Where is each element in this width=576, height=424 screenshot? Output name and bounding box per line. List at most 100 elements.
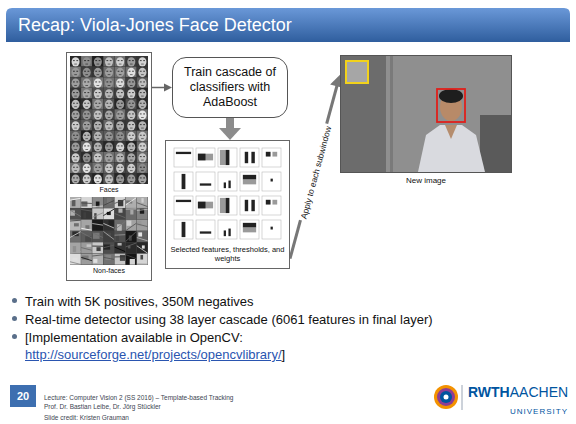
thumb-ground — [137, 152, 148, 162]
eye — [121, 60, 123, 61]
mouth — [108, 170, 111, 172]
thumb-ground — [137, 88, 148, 98]
face-thumb — [126, 99, 137, 110]
mouth — [119, 63, 122, 65]
face-thumb — [126, 88, 137, 99]
thumb-ground — [103, 231, 114, 242]
feature-bar — [224, 230, 226, 236]
eye — [106, 177, 108, 178]
thumb-ground — [137, 208, 148, 219]
thumb-ground — [81, 56, 92, 66]
face-shape — [72, 153, 80, 162]
title-bar — [6, 8, 570, 42]
feature-bar — [243, 228, 256, 233]
eye — [73, 135, 75, 136]
door — [341, 56, 386, 172]
eye — [84, 113, 86, 114]
face-shape — [116, 164, 124, 173]
texture-patch — [120, 255, 125, 261]
mouth — [74, 181, 77, 183]
face-shape — [94, 174, 102, 183]
mouth — [119, 95, 122, 97]
eye — [87, 145, 89, 146]
eye — [129, 60, 131, 61]
eye — [84, 156, 86, 157]
haar-feature — [262, 196, 281, 215]
face-thumb — [81, 109, 92, 120]
eye — [73, 156, 75, 157]
face-shape — [94, 68, 102, 77]
faces-picture — [70, 56, 148, 184]
thumb-ground — [70, 67, 81, 77]
mouth — [85, 74, 88, 76]
eye — [140, 92, 142, 93]
face-thumb — [115, 120, 126, 131]
thumb-ground — [81, 197, 92, 208]
eye — [132, 135, 134, 136]
mouth — [85, 127, 88, 129]
thumb-ground — [103, 99, 114, 109]
face-shape — [127, 142, 135, 151]
feature-bar — [200, 231, 211, 233]
thumb-ground — [115, 173, 126, 183]
eye — [132, 177, 134, 178]
thumb-ground — [115, 56, 126, 66]
eye — [76, 156, 78, 157]
face-thumb — [92, 109, 103, 120]
face-shape — [94, 110, 102, 119]
texture-patch — [83, 212, 86, 218]
bullet-text: Real-time detector using 38 layer cascad… — [25, 312, 433, 327]
mouth — [119, 159, 122, 161]
feature-bar — [182, 174, 186, 189]
thumb-ground — [126, 99, 137, 109]
nonface-thumb — [103, 208, 114, 219]
eye — [143, 145, 145, 146]
thumb-ground — [70, 242, 81, 253]
nonface-thumb — [137, 242, 148, 253]
eye — [140, 177, 142, 178]
thumb-ground — [115, 197, 126, 208]
face-shape — [116, 68, 124, 77]
face-thumb — [137, 152, 148, 163]
face-thumb — [70, 67, 81, 78]
eye — [129, 103, 131, 104]
face-thumb — [115, 131, 126, 142]
eye — [106, 113, 108, 114]
mouth — [74, 170, 77, 172]
nonface-thumb — [92, 208, 103, 219]
mouth — [108, 63, 111, 65]
thumb-ground — [103, 242, 114, 253]
texture-patch — [130, 210, 133, 215]
face-shape — [127, 100, 135, 109]
thumb-ground — [81, 77, 92, 87]
face-shape — [116, 89, 124, 98]
thumb-ground — [81, 109, 92, 119]
thumb-ground — [70, 99, 81, 109]
eye — [132, 103, 134, 104]
eye — [95, 103, 97, 104]
mouth — [108, 149, 111, 151]
face-shape — [116, 132, 124, 141]
mouth — [74, 159, 77, 161]
face-shape — [138, 174, 146, 183]
face-shape — [83, 57, 91, 66]
mouth — [119, 106, 122, 108]
eye — [76, 103, 78, 104]
nonface-thumb — [81, 242, 92, 253]
nonface-thumb — [126, 242, 137, 253]
eye — [140, 156, 142, 157]
eye — [129, 145, 131, 146]
thumb-ground — [92, 242, 103, 253]
nonface-thumb — [92, 231, 103, 242]
feature-bar — [198, 202, 213, 209]
feature-window — [240, 220, 259, 239]
face-shape — [94, 89, 102, 98]
eye — [140, 60, 142, 61]
feature-box: Selected features, thresholds, and weigh… — [165, 140, 290, 269]
face-shape — [138, 164, 146, 173]
bracket: ] — [282, 347, 286, 362]
eye — [140, 145, 142, 146]
face-shape — [83, 142, 91, 151]
haar-feature — [174, 172, 193, 191]
